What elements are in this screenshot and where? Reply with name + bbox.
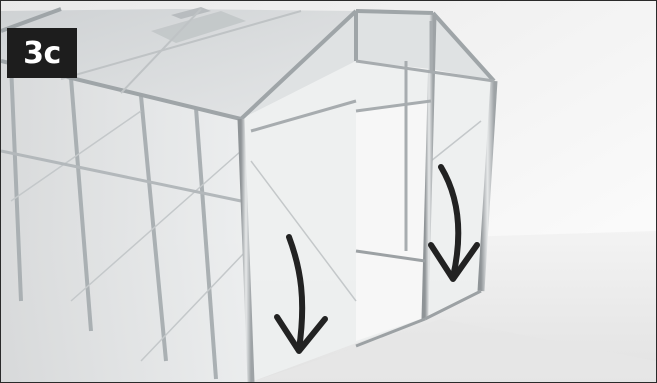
door-opening	[356, 101, 431, 341]
step-label-badge: 3c	[7, 28, 77, 78]
